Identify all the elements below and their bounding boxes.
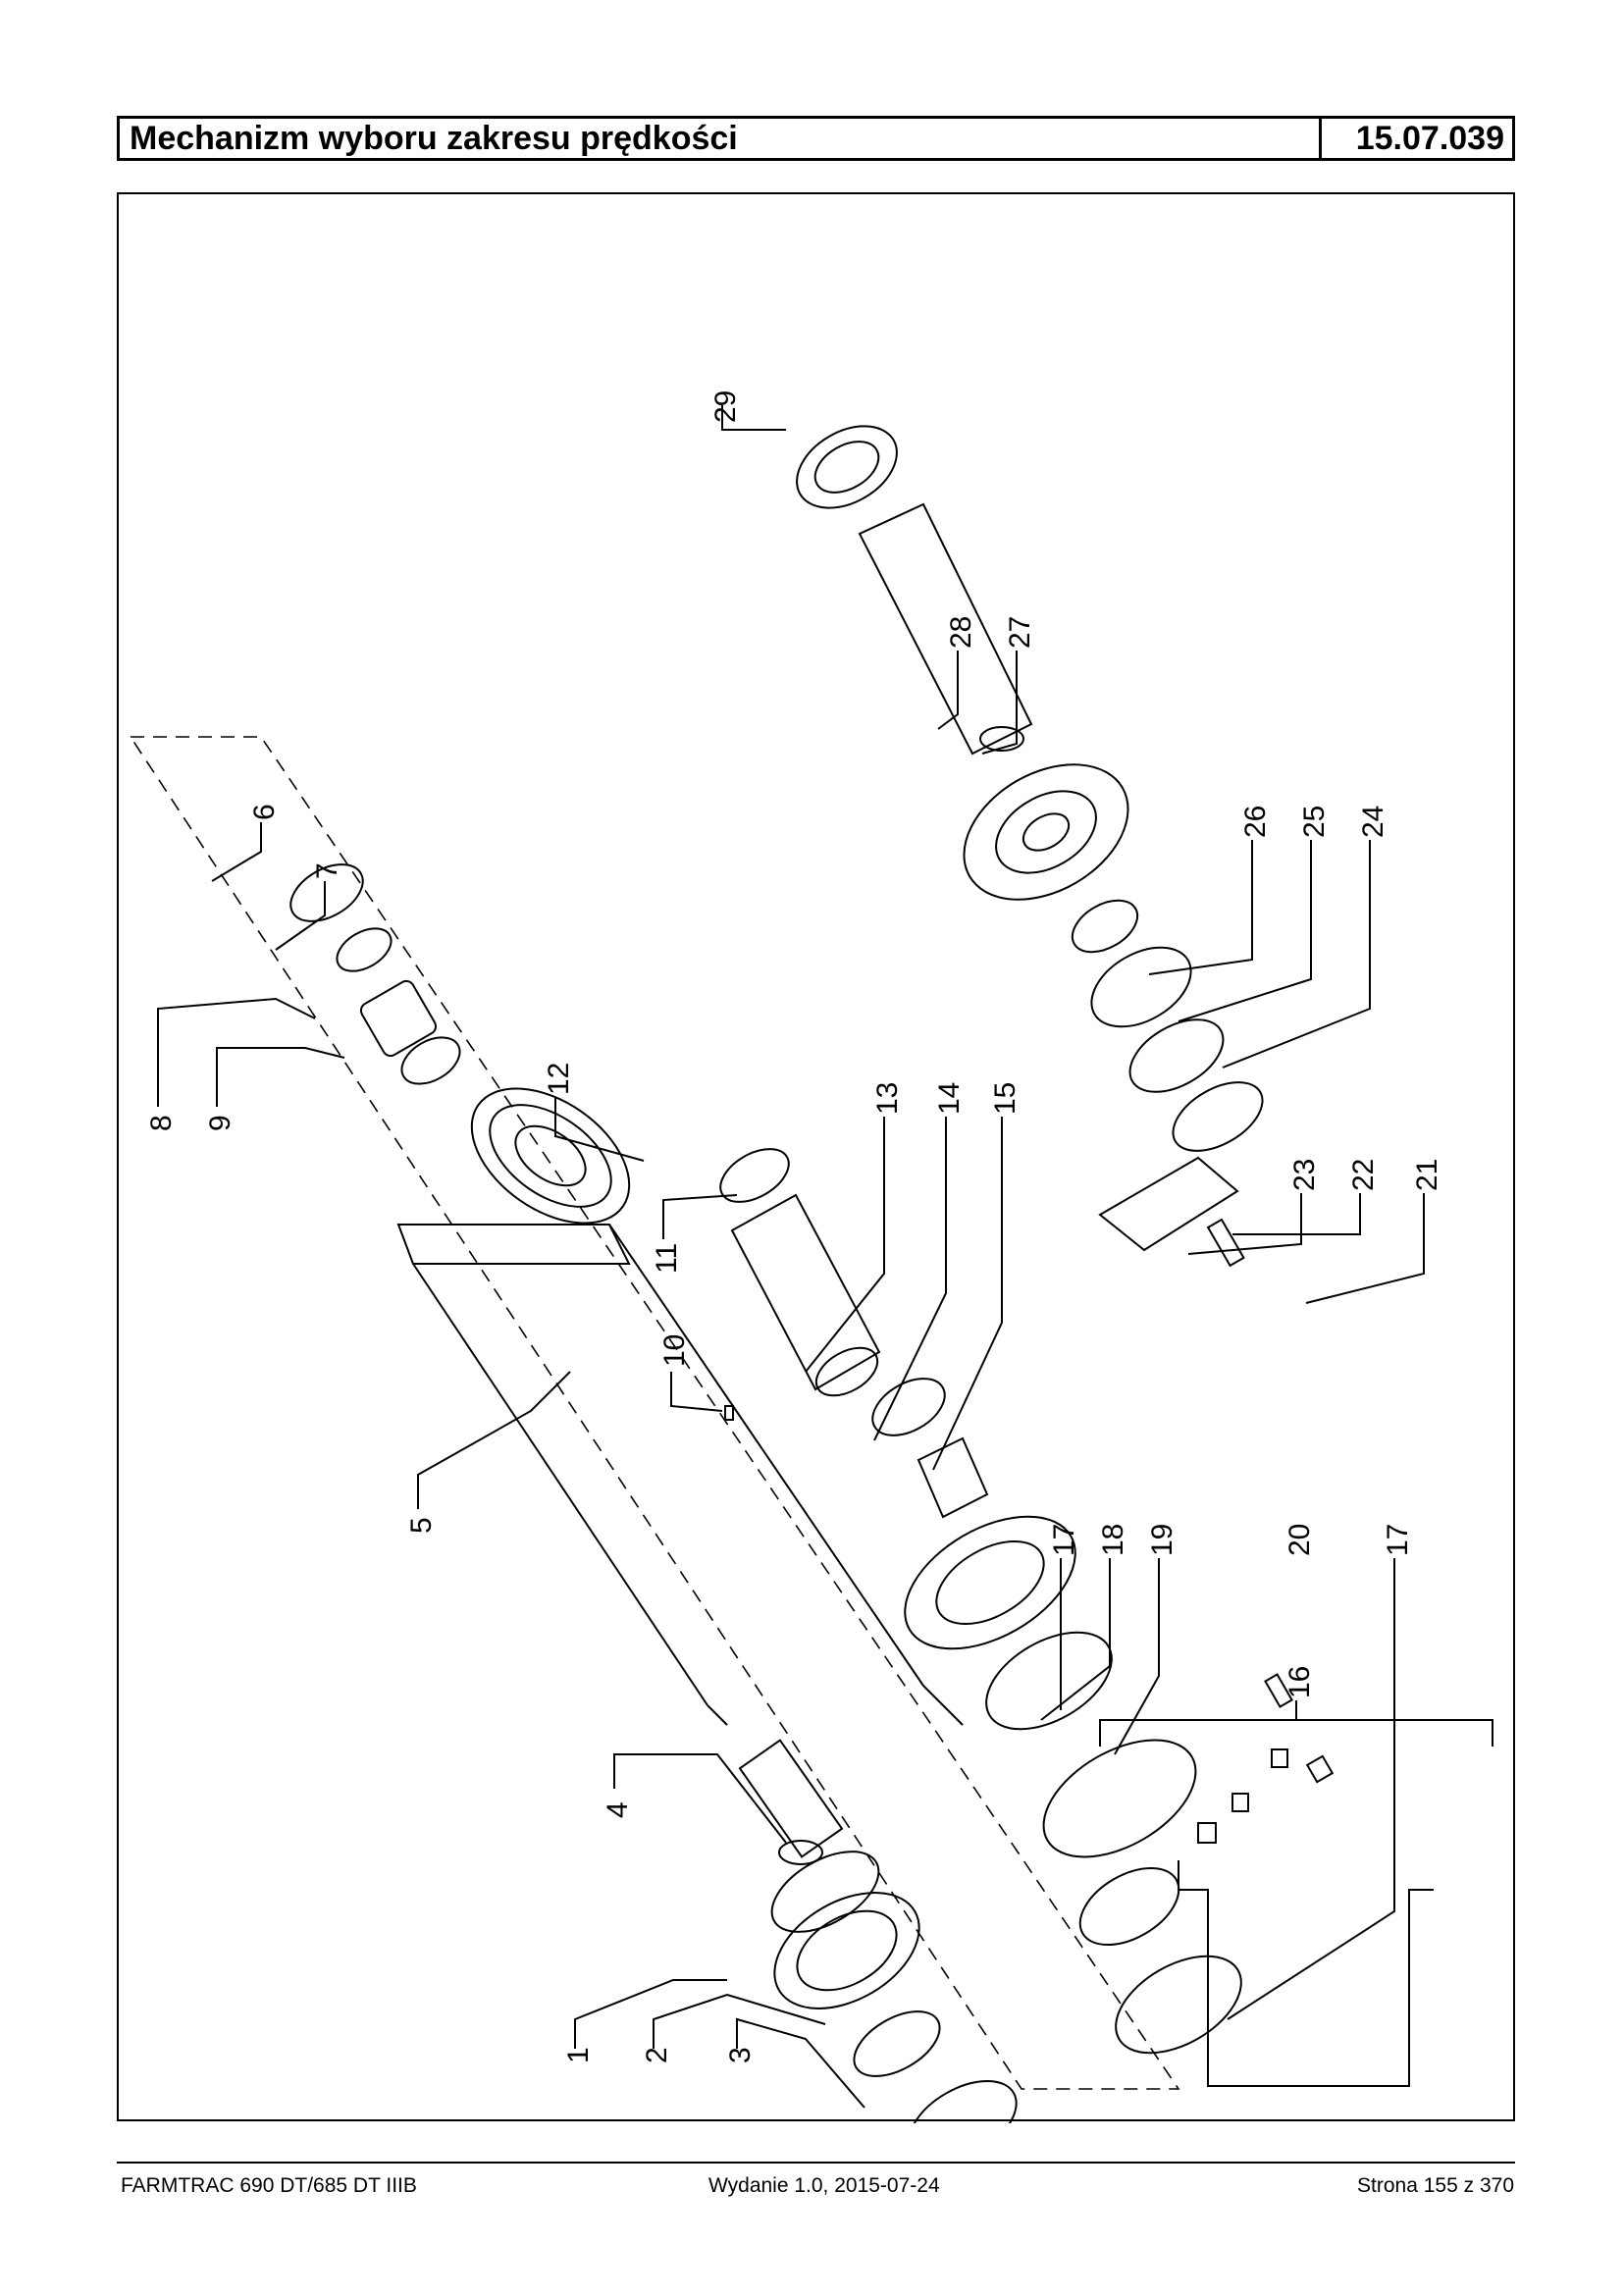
footer-model: FARMTRAC 690 DT/685 DT IIIB	[121, 2174, 417, 2197]
page-header: Mechanizm wyboru zakresu prędkości 15.07…	[117, 116, 1515, 161]
footer-divider	[117, 2162, 1515, 2164]
part-label-14: 14	[933, 1082, 966, 1115]
part-label-1: 1	[562, 2047, 595, 2063]
part-label-26: 26	[1239, 806, 1272, 838]
part-label-17: 17	[1048, 1524, 1080, 1556]
part-label-5: 5	[405, 1517, 438, 1534]
exploded-diagram-frame: 1 2 3 4 5 6 7 8 9 10 11 12 13 14 15 16 1…	[117, 192, 1515, 2123]
part-label-27: 27	[1004, 616, 1036, 649]
part-label-20: 20	[1283, 1524, 1316, 1556]
large-gear-top	[470, 1087, 631, 1225]
part-label-25: 25	[1298, 806, 1331, 838]
exploded-parts-diagram: 1 2 3 4 5 6 7 8 9 10 11 12 13 14 15 16 1…	[129, 391, 1493, 2123]
part-label-3: 3	[724, 2047, 757, 2063]
main-shaft	[396, 1224, 964, 1726]
part-label-24: 24	[1357, 806, 1389, 838]
part-label-22: 22	[1347, 1159, 1380, 1191]
page-title: Mechanizm wyboru zakresu prędkości	[120, 119, 1322, 158]
part-label-10: 10	[658, 1334, 691, 1367]
part-label-13: 13	[871, 1082, 904, 1115]
part-label-11: 11	[651, 1243, 683, 1274]
part-label-18: 18	[1097, 1524, 1129, 1556]
part-label-17b: 17	[1382, 1524, 1414, 1556]
part-label-8: 8	[145, 1115, 178, 1131]
part-label-7: 7	[311, 862, 343, 879]
part-label-9: 9	[204, 1115, 236, 1131]
part-label-2: 2	[641, 2047, 673, 2063]
part-label-23: 23	[1288, 1159, 1321, 1191]
part-label-21: 21	[1411, 1159, 1443, 1191]
part-label-6: 6	[248, 804, 281, 820]
part-label-15: 15	[989, 1082, 1022, 1115]
section-code: 15.07.039	[1355, 120, 1504, 157]
part-label-4: 4	[602, 1801, 634, 1818]
part-label-29: 29	[709, 391, 742, 423]
footer-edition: Wydanie 1.0, 2015-07-24	[708, 2174, 940, 2197]
part-label-28: 28	[945, 616, 977, 649]
part-label-16: 16	[1283, 1666, 1316, 1698]
part-label-19: 19	[1146, 1524, 1179, 1556]
part-label-12: 12	[543, 1063, 575, 1095]
footer-page-number: Strona 155 z 370	[1357, 2174, 1514, 2197]
